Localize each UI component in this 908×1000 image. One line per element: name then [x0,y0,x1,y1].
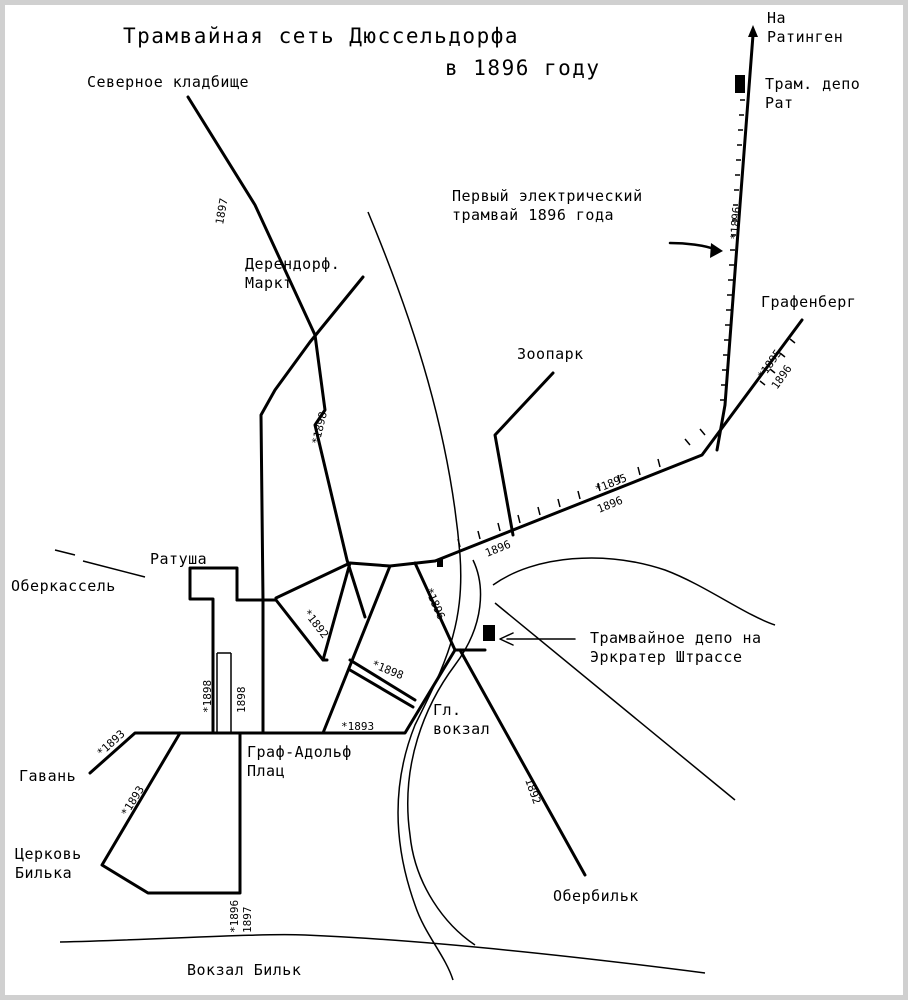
label-depot-erkrather: Трамвайное депо на Эркратер Штрассе [590,629,762,666]
label-first-electric: Первый электрический трамвай 1896 года [452,187,643,224]
railway-line-oberkassel [54,549,146,578]
railway-line-north [367,211,462,981]
date-1892-oberbilk: 1892 [522,777,543,806]
map-title-line1: Трамвайная сеть Дюссельдорфа [123,24,520,48]
date-1898-derendorf: *1898 [309,410,330,445]
arrow-ratingen-icon [748,25,758,37]
label-north-cemetery: Северное кладбище [87,73,250,91]
station-marker-icon [437,559,443,567]
label-zoo: Зоопарк [517,345,584,363]
tram-line-oberbilk [458,648,587,877]
label-oberbilk: Обербильк [553,887,639,905]
tram-line-hafen [88,648,457,775]
label-ratingen: На Ратинген [767,9,844,46]
tram-line-grafenberg [433,318,804,563]
line-ticks [457,99,796,548]
label-derendorf: Дерендорф. Маркт [245,255,341,292]
date-1893-bottom: *1893 [341,720,374,733]
tram-line-hbf [413,561,487,652]
tram-double-track [216,652,232,733]
map-title-line2: в 1896 году [445,56,601,80]
date-1896-bilk: *1896 [228,900,241,933]
tram-line-derendorf [259,275,365,735]
date-1898-mid: *1898 [370,658,406,682]
date-1896-diag: *1896 [422,586,447,622]
date-1897-bilk: 1897 [241,907,254,934]
date-1898-v1: *1898 [201,680,214,713]
label-rathaus: Ратуша [150,550,208,568]
label-grafenberg: Графенберг [761,293,857,311]
railway-line-bottom [59,933,706,974]
tram-line-rathaus [100,566,242,895]
depot-erkrather-icon [483,625,495,641]
date-1897-north: 1897 [213,197,230,225]
date-1893-bilk: *1893 [119,784,148,819]
label-oberkassel: Оберкассель [11,577,116,595]
tram-line-north-cemetery [186,95,367,619]
label-graf-adolf: Граф-Адольф Плац [247,743,352,780]
tram-line-zoo [493,371,555,537]
railway-line-south-east [494,602,736,801]
tram-line-graf-adolf [321,564,392,735]
arrow-depot-erkrather-icon [499,632,576,646]
railway-line-east-curve [492,557,776,626]
tram-line-ratingen [715,33,755,452]
label-hafen: Гавань [19,767,77,785]
depot-rath-icon [735,75,745,93]
label-bilk-station: Вокзал Бильк [187,961,302,979]
tram-lines [88,33,804,895]
date-1896-rath: *1896 [728,206,743,240]
railway-line-west-curve [407,559,482,946]
tram-line-central [274,559,437,600]
label-bilk-church: Церковь Билька [15,845,82,882]
label-depot-rath: Трам. депо Рат [765,75,861,112]
tram-network-map: 1897 *1898 *1896 *1895 1896 *1895 1896 1… [54,25,804,981]
date-1898-v2: 1898 [235,687,248,714]
arrow-first-electric-icon [668,241,723,258]
label-hbf: Гл. вокзал [433,701,491,738]
tram-line-mid-1898 [348,658,417,702]
